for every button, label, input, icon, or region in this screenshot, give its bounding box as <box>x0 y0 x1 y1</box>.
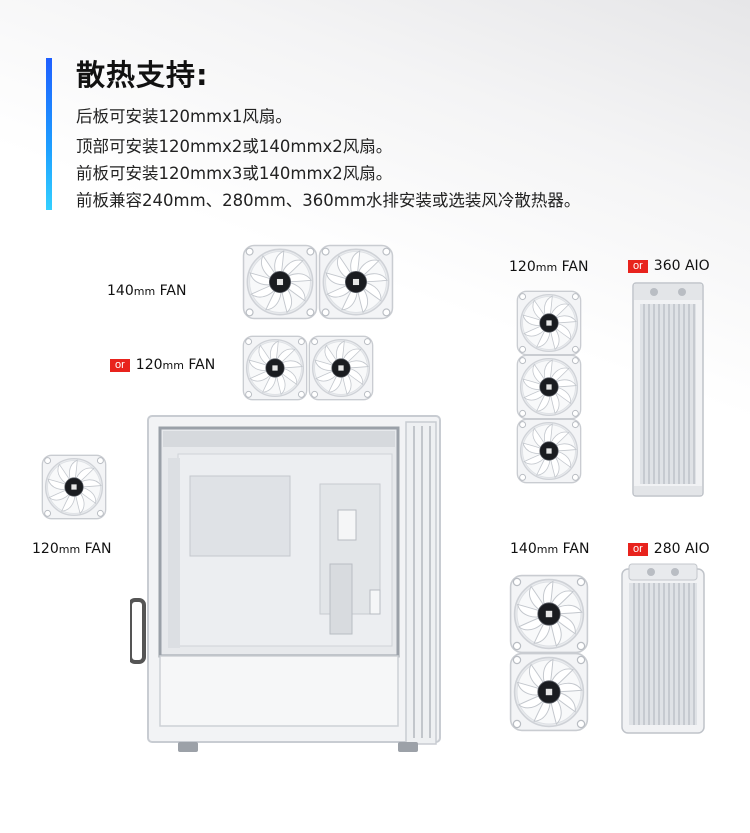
fan-icon <box>516 354 582 420</box>
spec-line-top: 顶部可安装120mmx2或140mmx2风扇。 <box>76 137 393 156</box>
accent-bar <box>46 58 52 210</box>
radiator-icon <box>632 282 704 497</box>
pc-case-icon <box>130 415 441 752</box>
or-badge: or <box>110 359 130 372</box>
label-front-120-fan: 120mm FAN <box>509 259 589 275</box>
fan-icon <box>41 454 107 520</box>
fan-icon <box>318 244 394 320</box>
spec-line-front-fans: 前板可安装120mmx3或140mmx2风扇。 <box>76 164 393 183</box>
fan-icon <box>509 652 589 732</box>
fan-icon <box>516 290 582 356</box>
radiator-icon <box>621 563 705 734</box>
section-heading: 散热支持: <box>76 58 209 92</box>
spec-line-rear: 后板可安装120mmx1风扇。 <box>76 107 292 126</box>
fan-icon <box>242 335 308 401</box>
spec-line-front-radiator: 前板兼容240mm、280mm、360mm水排安装或选装风冷散热器。 <box>76 191 581 210</box>
fan-icon <box>516 418 582 484</box>
fan-icon <box>509 574 589 654</box>
fan-icon <box>242 244 318 320</box>
label-top-140-fan: 140mm FAN <box>107 283 187 299</box>
or-badge: or <box>628 260 648 273</box>
fan-icon <box>308 335 374 401</box>
or-badge: or <box>628 543 648 556</box>
label-rear-120-fan: 120mm FAN <box>32 541 112 557</box>
label-front-140-fan: 140mm FAN <box>510 541 590 557</box>
